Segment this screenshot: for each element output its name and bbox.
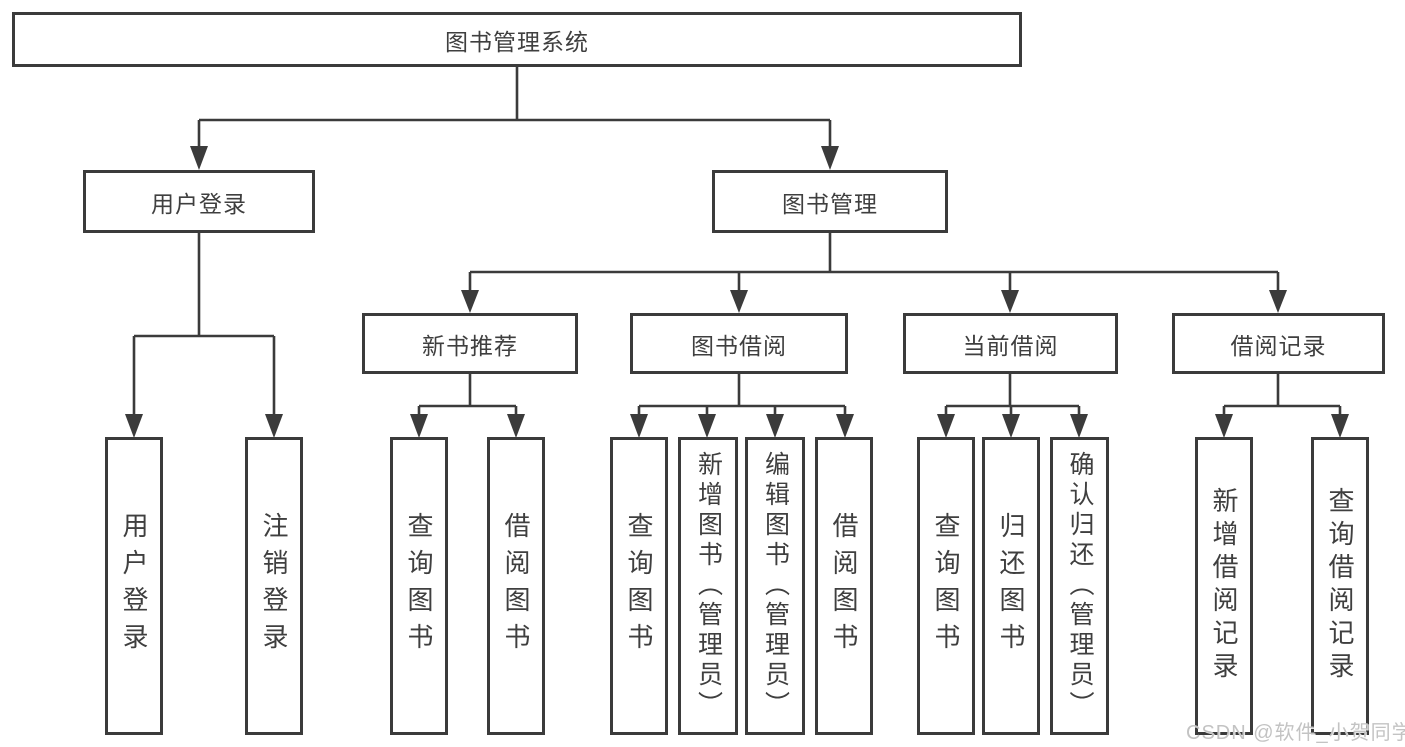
leaf-label: 归还图书 [996, 512, 1026, 660]
leaf-borrow-books-recommend: 借阅图书 [487, 437, 545, 735]
leaf-user-login: 用户登录 [105, 437, 163, 735]
leaf-label: 确认归还（管理员） [1066, 451, 1094, 721]
leaf-return-books: 归还图书 [982, 437, 1040, 735]
leaf-label: 编辑图书（管理员） [761, 451, 790, 721]
leaf-label: 用户登录 [119, 512, 149, 660]
node-library-management-system: 图书管理系统 [12, 12, 1022, 67]
leaf-label: 查询图书 [404, 512, 434, 660]
leaf-label: 查询借阅记录 [1325, 487, 1355, 685]
leaf-query-books-recommend: 查询图书 [390, 437, 448, 735]
leaf-query-books-current: 查询图书 [917, 437, 975, 735]
node-user-login: 用户登录 [83, 170, 315, 233]
leaf-label: 新增借阅记录 [1209, 487, 1239, 685]
leaf-add-book-admin: 新增图书（管理员） [678, 437, 738, 735]
csdn-watermark: CSDN @软件_小贺同学 [1186, 722, 1405, 744]
node-book-borrowing: 图书借阅 [630, 313, 848, 374]
leaf-add-borrow-record: 新增借阅记录 [1195, 437, 1253, 735]
node-book-management: 图书管理 [712, 170, 948, 233]
leaf-label: 新增图书（管理员） [694, 451, 723, 721]
leaf-logout: 注销登录 [245, 437, 303, 735]
node-label: 借阅记录 [1230, 332, 1327, 359]
leaf-label: 借阅图书 [829, 512, 859, 660]
node-borrowing-records: 借阅记录 [1172, 313, 1385, 374]
leaf-label: 借阅图书 [501, 512, 531, 660]
leaf-label: 查询图书 [931, 512, 961, 660]
node-label: 图书管理系统 [445, 28, 589, 55]
node-label: 当前借阅 [962, 332, 1059, 359]
leaf-label: 查询图书 [624, 512, 654, 660]
node-label: 用户登录 [151, 190, 247, 217]
leaf-label: 注销登录 [259, 512, 289, 660]
node-current-borrowing: 当前借阅 [903, 313, 1118, 374]
leaf-borrow-books: 借阅图书 [815, 437, 873, 735]
node-label: 新书推荐 [422, 332, 518, 359]
leaf-confirm-return-admin: 确认归还（管理员） [1050, 437, 1109, 735]
leaf-query-books-borrow: 查询图书 [610, 437, 668, 735]
node-label: 图书借阅 [691, 332, 787, 359]
arrowheads [125, 146, 1349, 438]
node-new-book-recommendation: 新书推荐 [362, 313, 578, 374]
node-label: 图书管理 [782, 190, 878, 217]
leaf-query-borrow-record: 查询借阅记录 [1311, 437, 1369, 735]
leaf-edit-book-admin: 编辑图书（管理员） [745, 437, 805, 735]
